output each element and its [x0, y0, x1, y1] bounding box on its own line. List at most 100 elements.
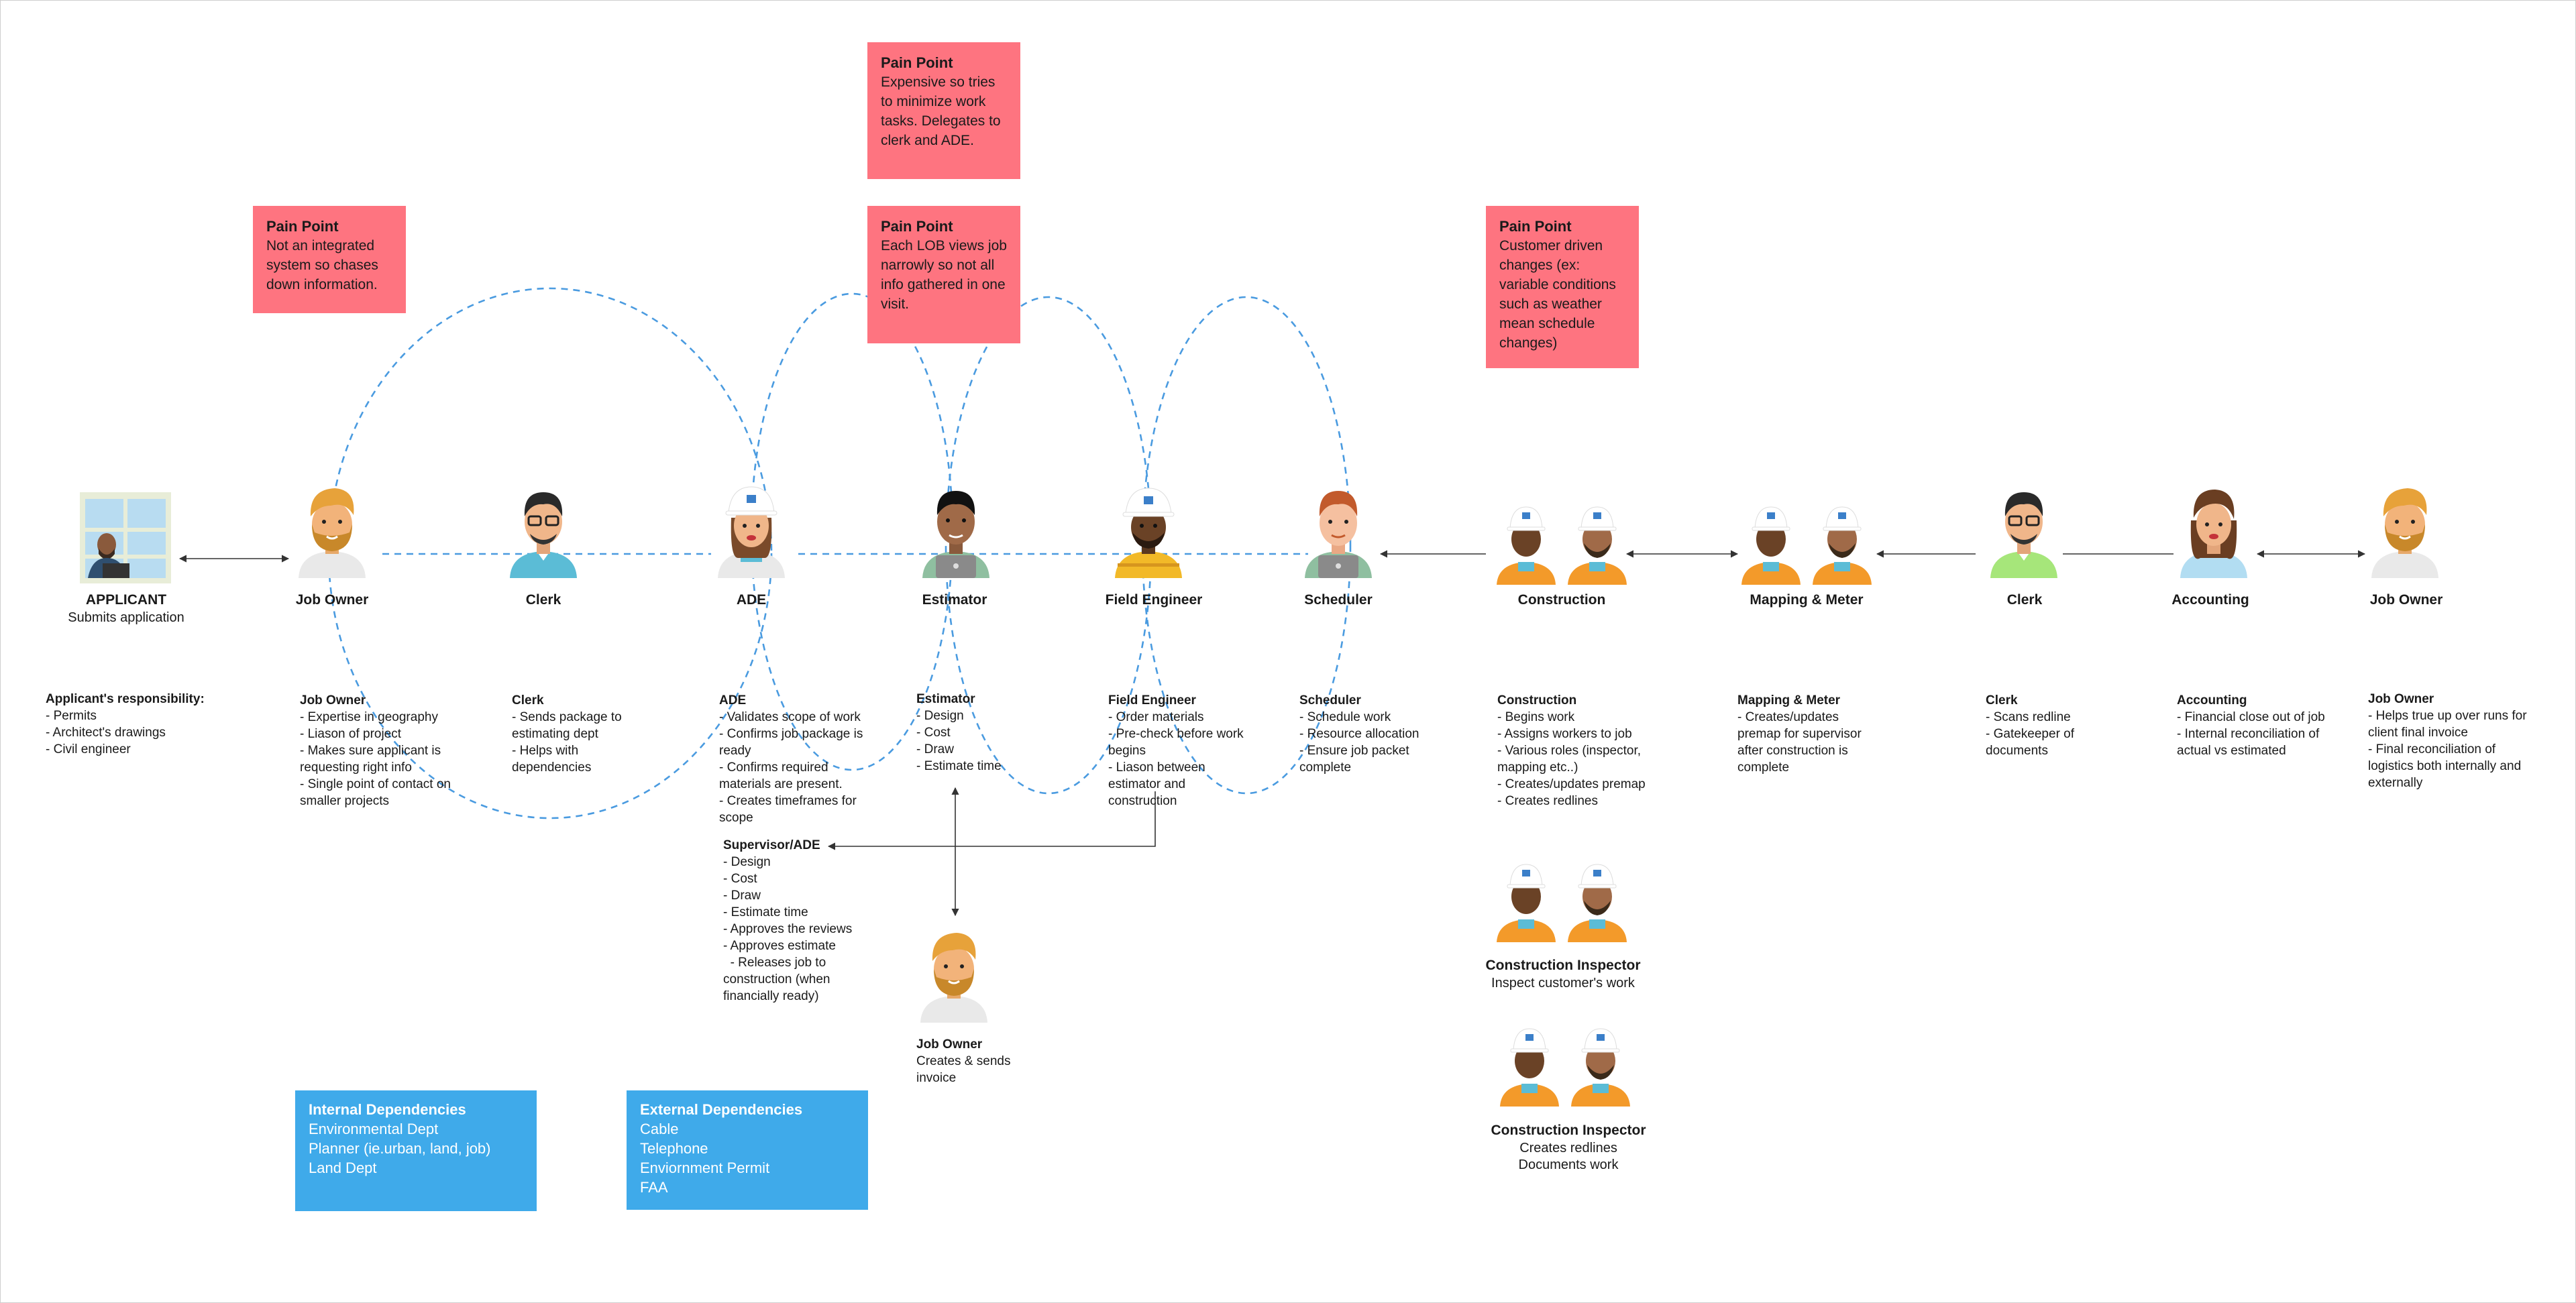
- description-item: - Cost: [723, 872, 757, 886]
- description-item: - Civil engineer: [46, 742, 131, 756]
- description-clerk: Clerk - Scans redline - Gatekeeper of do…: [1986, 692, 2120, 759]
- description-item: - Design: [723, 855, 771, 869]
- dependency-item: Land Dept: [309, 1159, 377, 1176]
- dependency-item: Telephone: [640, 1140, 708, 1157]
- role-label-scheduler: Scheduler: [1304, 592, 1373, 608]
- clerk-avatar: [1990, 492, 2057, 578]
- description-item: - Cost: [916, 726, 951, 740]
- role-label-construction-inspector: Construction Inspector: [1485, 958, 1641, 973]
- pain-point-card: Pain Point Not an integrated system so c…: [253, 206, 406, 313]
- description-title: ADE: [719, 693, 747, 707]
- description-field-engineer: Field Engineer - Order materials - Pre-c…: [1108, 692, 1252, 809]
- description-title: Clerk: [1986, 693, 2018, 707]
- description-title: Scheduler: [1299, 693, 1361, 707]
- role-sub-inspector: Documents work: [1518, 1157, 1619, 1172]
- internal-dependencies-card: Internal Dependencies Environmental Dept…: [295, 1090, 537, 1211]
- description-item: - Approves the reviews: [723, 922, 853, 936]
- description-item: - Scans redline: [1986, 710, 2071, 724]
- description-item: - Makes sure applicant is requesting rig…: [300, 744, 441, 775]
- accounting-avatar: [2180, 490, 2247, 578]
- description-item: - Assigns workers to job: [1497, 727, 1632, 741]
- role-sub-inspector: Inspect customer's work: [1491, 976, 1635, 990]
- description-item: - Releases job to construction (when fin…: [723, 956, 834, 1003]
- external-dependencies-card: External Dependencies Cable Telephone En…: [627, 1090, 868, 1210]
- description-item: - Confirms required materials are presen…: [719, 760, 843, 791]
- dependency-item: Environmental Dept: [309, 1121, 439, 1137]
- description-item: - Helps with dependencies: [512, 744, 592, 775]
- description-job-owner-invoice: Job Owner Creates & sends invoice: [916, 1036, 1037, 1086]
- ade-avatar: [718, 486, 785, 578]
- pain-point-title: Pain Point: [1499, 218, 1572, 235]
- description-title: Estimator: [916, 692, 975, 706]
- description-item: Creates & sends invoice: [916, 1054, 1011, 1085]
- description-item: - Permits: [46, 709, 97, 723]
- description-item: - Confirms job package is ready: [719, 727, 863, 758]
- mapping-meter-crew-avatar: [1741, 506, 1872, 585]
- description-title: Construction: [1497, 693, 1577, 707]
- description-item: - Ensure job packet complete: [1299, 744, 1409, 775]
- dependency-item: Enviornment Permit: [640, 1159, 770, 1176]
- description-title: Accounting: [2177, 693, 2247, 707]
- job-owner-avatar: [920, 933, 987, 1023]
- role-sub-inspector: Creates redlines: [1519, 1141, 1617, 1155]
- description-applicant: Applicant's responsibility: - Permits - …: [46, 691, 227, 758]
- description-clerk: Clerk - Sends package to estimating dept…: [512, 692, 646, 776]
- description-item: - Architect's drawings: [46, 726, 166, 740]
- pain-point-text: Expensive so tries to minimize work task…: [881, 74, 1001, 148]
- job-owner-avatar: [2371, 488, 2438, 578]
- description-item: - Sends package to estimating dept: [512, 710, 622, 741]
- description-item: - Draw: [723, 889, 761, 903]
- dependency-item: FAA: [640, 1179, 668, 1196]
- dependencies-title: Internal Dependencies: [309, 1101, 466, 1118]
- description-item: - Schedule work: [1299, 710, 1391, 724]
- description-title: Job Owner: [916, 1037, 983, 1052]
- role-label-clerk: Clerk: [525, 592, 561, 608]
- inspector-crew-avatar: [1500, 1028, 1630, 1107]
- role-label-construction: Construction: [1517, 592, 1606, 608]
- description-item: - Internal reconciliation of actual vs e…: [2177, 727, 2320, 758]
- description-item: - Estimate time: [723, 905, 808, 919]
- description-title: Applicant's responsibility:: [46, 692, 205, 706]
- description-item: - Validates scope of work: [719, 710, 861, 724]
- role-label-job-owner: Job Owner: [2369, 592, 2443, 608]
- description-item: - Creates/updates premap for supervisor …: [1737, 710, 1862, 775]
- role-label-accounting: Accounting: [2171, 592, 2249, 608]
- description-item: - Estimate time: [916, 759, 1002, 773]
- role-label-construction-inspector: Construction Inspector: [1491, 1123, 1646, 1138]
- description-ade: ADE - Validates scope of work - Confirms…: [719, 692, 877, 826]
- role-label-mapping-meter: Mapping & Meter: [1750, 592, 1864, 608]
- description-supervisor-ade: Supervisor/ADE - Design - Cost - Draw - …: [723, 837, 867, 1005]
- role-label-clerk: Clerk: [2006, 592, 2043, 608]
- description-item: - Expertise in geography: [300, 710, 438, 724]
- description-item: - Gatekeeper of documents: [1986, 727, 2075, 758]
- loop-fieldeng-scheduler: [1141, 296, 1352, 795]
- inspector-crew-avatar: [1497, 864, 1627, 942]
- description-item: - Creates redlines: [1497, 794, 1598, 808]
- pain-point-card: Pain Point Customer driven changes (ex: …: [1486, 206, 1639, 368]
- job-owner-avatar: [299, 488, 366, 578]
- role-sub-applicant: Submits application: [68, 610, 184, 625]
- pain-point-card: Pain Point Each LOB views job narrowly s…: [867, 206, 1020, 343]
- description-item: - Liason between estimator and construct…: [1108, 760, 1205, 808]
- description-construction: Construction - Begins work - Assigns wor…: [1497, 692, 1658, 809]
- role-label-field-engineer: Field Engineer: [1105, 592, 1203, 608]
- clerk-avatar: [510, 492, 577, 578]
- construction-crew-avatar: [1497, 506, 1627, 585]
- description-title: Mapping & Meter: [1737, 693, 1841, 707]
- description-item: - Liason of project: [300, 727, 402, 741]
- role-label-estimator: Estimator: [922, 592, 987, 608]
- description-item: - Pre-check before work begins: [1108, 727, 1244, 758]
- role-label-ade: ADE: [736, 592, 767, 608]
- description-title: Job Owner: [2368, 692, 2434, 706]
- description-item: - Design: [916, 709, 964, 723]
- description-job-owner: Job Owner - Helps true up over runs for …: [2368, 691, 2542, 791]
- description-title: Job Owner: [300, 693, 366, 707]
- description-job-owner: Job Owner - Expertise in geography - Lia…: [300, 692, 458, 809]
- description-item: - Financial close out of job: [2177, 710, 2325, 724]
- dependency-item: Cable: [640, 1121, 679, 1137]
- description-item: - Helps true up over runs for client fin…: [2368, 709, 2527, 740]
- description-item: - Draw: [916, 742, 954, 756]
- description-title: Clerk: [512, 693, 544, 707]
- estimator-avatar: [922, 491, 989, 578]
- description-item: - Single point of contact on smaller pro…: [300, 777, 451, 808]
